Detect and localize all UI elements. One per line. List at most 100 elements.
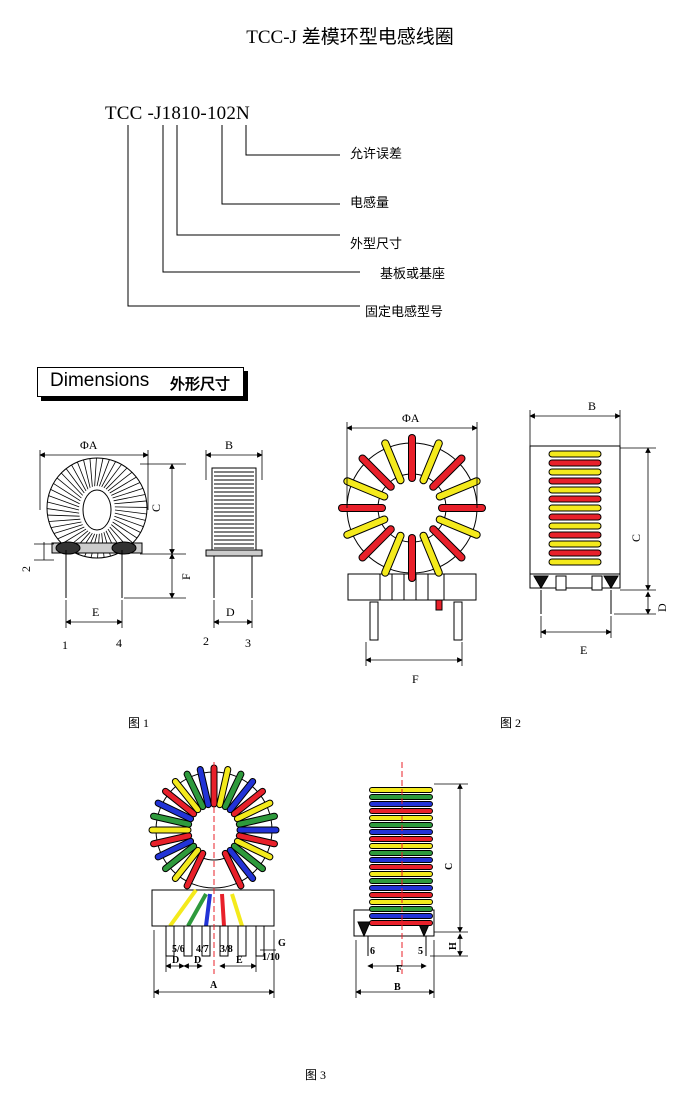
- fig1-winding-wire: [98, 459, 110, 487]
- figure-1-drawing: ΦA B C F 2 E D 1 4 2 3: [19, 438, 263, 652]
- fig3-winding-bar: [151, 813, 192, 827]
- fig1-winding-wire: [53, 483, 81, 502]
- fig1-winding-wire: [83, 459, 91, 488]
- fig3-caption: 图 3: [305, 1068, 327, 1082]
- fig3-winding-bar: [231, 843, 265, 872]
- fig2-dim-phiA: ΦA: [402, 411, 420, 425]
- fig1-winding-wire: [48, 495, 80, 508]
- dimensions-heading: Dimensions 外形尺寸: [37, 367, 244, 397]
- fig1-dim-F: F: [179, 573, 193, 580]
- fig1-winding-wire: [47, 514, 80, 517]
- fig1-winding-wire: [71, 464, 87, 492]
- fig2-dim-B: B: [588, 399, 596, 413]
- fig3-dim-G: G: [278, 938, 286, 949]
- fig1-side-view: [205, 467, 263, 598]
- fig1-winding-wire: [114, 500, 147, 505]
- fig3-dim-D-2: D: [194, 955, 201, 966]
- fig2-winding-bar: [359, 455, 394, 490]
- fig1-winding-wire: [50, 521, 82, 529]
- fig1-winding-wire: [111, 482, 141, 496]
- fig3-winding-bar: [236, 813, 277, 827]
- fig1-winding-wire: [114, 515, 144, 528]
- fig1-winding-wire: [96, 458, 104, 487]
- fig1-winding-wire: [103, 464, 122, 489]
- fig2-winding-bar: [344, 478, 388, 500]
- fig3-winding-bar: [184, 771, 206, 810]
- callout-tolerance: 允许误差: [350, 146, 403, 161]
- fig3-winding-bar: [231, 788, 265, 817]
- fig3-pin-4-7: 4/7: [196, 944, 209, 955]
- fig3-lead-wire: [186, 893, 208, 927]
- fig1-winding-wire: [56, 477, 82, 499]
- fig3-lead-wire: [230, 893, 244, 927]
- fig1-winding-wire: [109, 476, 137, 494]
- fig3-winding-bar: [234, 800, 273, 822]
- fig2-winding-bar: [430, 526, 465, 561]
- fig1-winding-wire: [48, 518, 81, 522]
- fig3-lead-wire: [168, 888, 198, 928]
- fig1-winding-wire: [114, 509, 147, 515]
- fig1-caption: 图 1: [128, 716, 150, 730]
- fig3-winding-bar: [155, 838, 194, 860]
- fig3-winding-bar: [172, 779, 201, 813]
- fig1-winding-wire: [113, 518, 141, 533]
- fig1-winding-wire: [61, 528, 87, 545]
- page-title: TCC-J 差模环型电感线圈: [246, 27, 454, 48]
- fig1-winding-wire: [94, 457, 97, 487]
- fig1-winding-wire: [76, 461, 89, 490]
- fig3-winding-bar: [184, 850, 206, 889]
- fig3-winding-bar: [197, 767, 211, 808]
- fig1-winding-wire: [112, 487, 144, 499]
- fig1-pin-1: 1: [62, 638, 68, 652]
- dimensions-heading-en: Dimensions: [50, 370, 150, 391]
- fig2-side-view: [529, 445, 621, 614]
- fig2-winding-bar: [420, 532, 442, 576]
- fig1-toroid: [46, 457, 148, 598]
- fig3-pin-1-10: 1/10: [262, 952, 280, 963]
- fig2-dim-E: E: [580, 643, 587, 657]
- fig2-dim-C: C: [629, 534, 643, 542]
- fig2-winding-bar: [436, 516, 480, 538]
- fig1-winding-wire: [89, 458, 93, 487]
- fig3-winding-bar: [227, 779, 256, 813]
- figure-3-drawing: 5/6 4/7 3/8 1/10 G D D E A C H 6 5 F B: [148, 762, 468, 998]
- fig1-winding-wire: [111, 524, 133, 544]
- fig3-pin-3-8: 3/8: [220, 944, 233, 955]
- fig3-lead-wire: [220, 893, 226, 927]
- fig1-dim-E: E: [92, 605, 99, 619]
- fig2-winding-bar: [344, 516, 388, 538]
- fig3-winding-bar: [163, 788, 197, 817]
- figure-2-drawing: ΦA B C D F E: [338, 399, 669, 686]
- fig3-dim-F: F: [396, 964, 402, 975]
- callout-size: 外型尺寸: [350, 236, 403, 251]
- fig1-pin-4: 4: [116, 636, 122, 650]
- fig1-winding-wire: [50, 489, 80, 505]
- fig1-winding-wire: [65, 468, 85, 494]
- fig3-winding-bar: [227, 847, 256, 881]
- callout-model: 固定电感型号: [365, 304, 444, 319]
- fig3-side-view: [353, 762, 435, 974]
- fig1-winding-wire: [47, 501, 80, 511]
- fig3-dim-D-1: D: [172, 955, 179, 966]
- fig3-lead-wire: [204, 893, 212, 927]
- fig3-pin-5-6: 5/6: [172, 944, 185, 955]
- fig3-winding-bar: [217, 767, 231, 808]
- fig2-caption: 图 2: [500, 716, 522, 730]
- fig1-dim-C: C: [149, 504, 163, 512]
- callout-lines: [127, 125, 360, 307]
- fig1-winding-wire: [101, 461, 116, 488]
- fig3-winding-bar: [151, 833, 192, 847]
- fig3-winding-bar: [163, 843, 197, 872]
- fig1-winding-wire: [113, 494, 146, 502]
- fig3-winding-bar: [234, 838, 273, 860]
- fig1-pin-2: 2: [203, 634, 209, 648]
- fig3-dim-E: E: [236, 955, 243, 966]
- callout-base: 基板或基座: [380, 266, 446, 281]
- fig1-winding-wire: [107, 471, 133, 492]
- fig2-winding-bar: [359, 526, 394, 561]
- fig1-winding-wire: [53, 524, 83, 534]
- fig3-dim-C: C: [444, 863, 455, 870]
- fig1-dim-B: B: [225, 438, 233, 452]
- fig2-dim-D: D: [655, 603, 669, 612]
- fig1-winding-wire: [57, 526, 85, 540]
